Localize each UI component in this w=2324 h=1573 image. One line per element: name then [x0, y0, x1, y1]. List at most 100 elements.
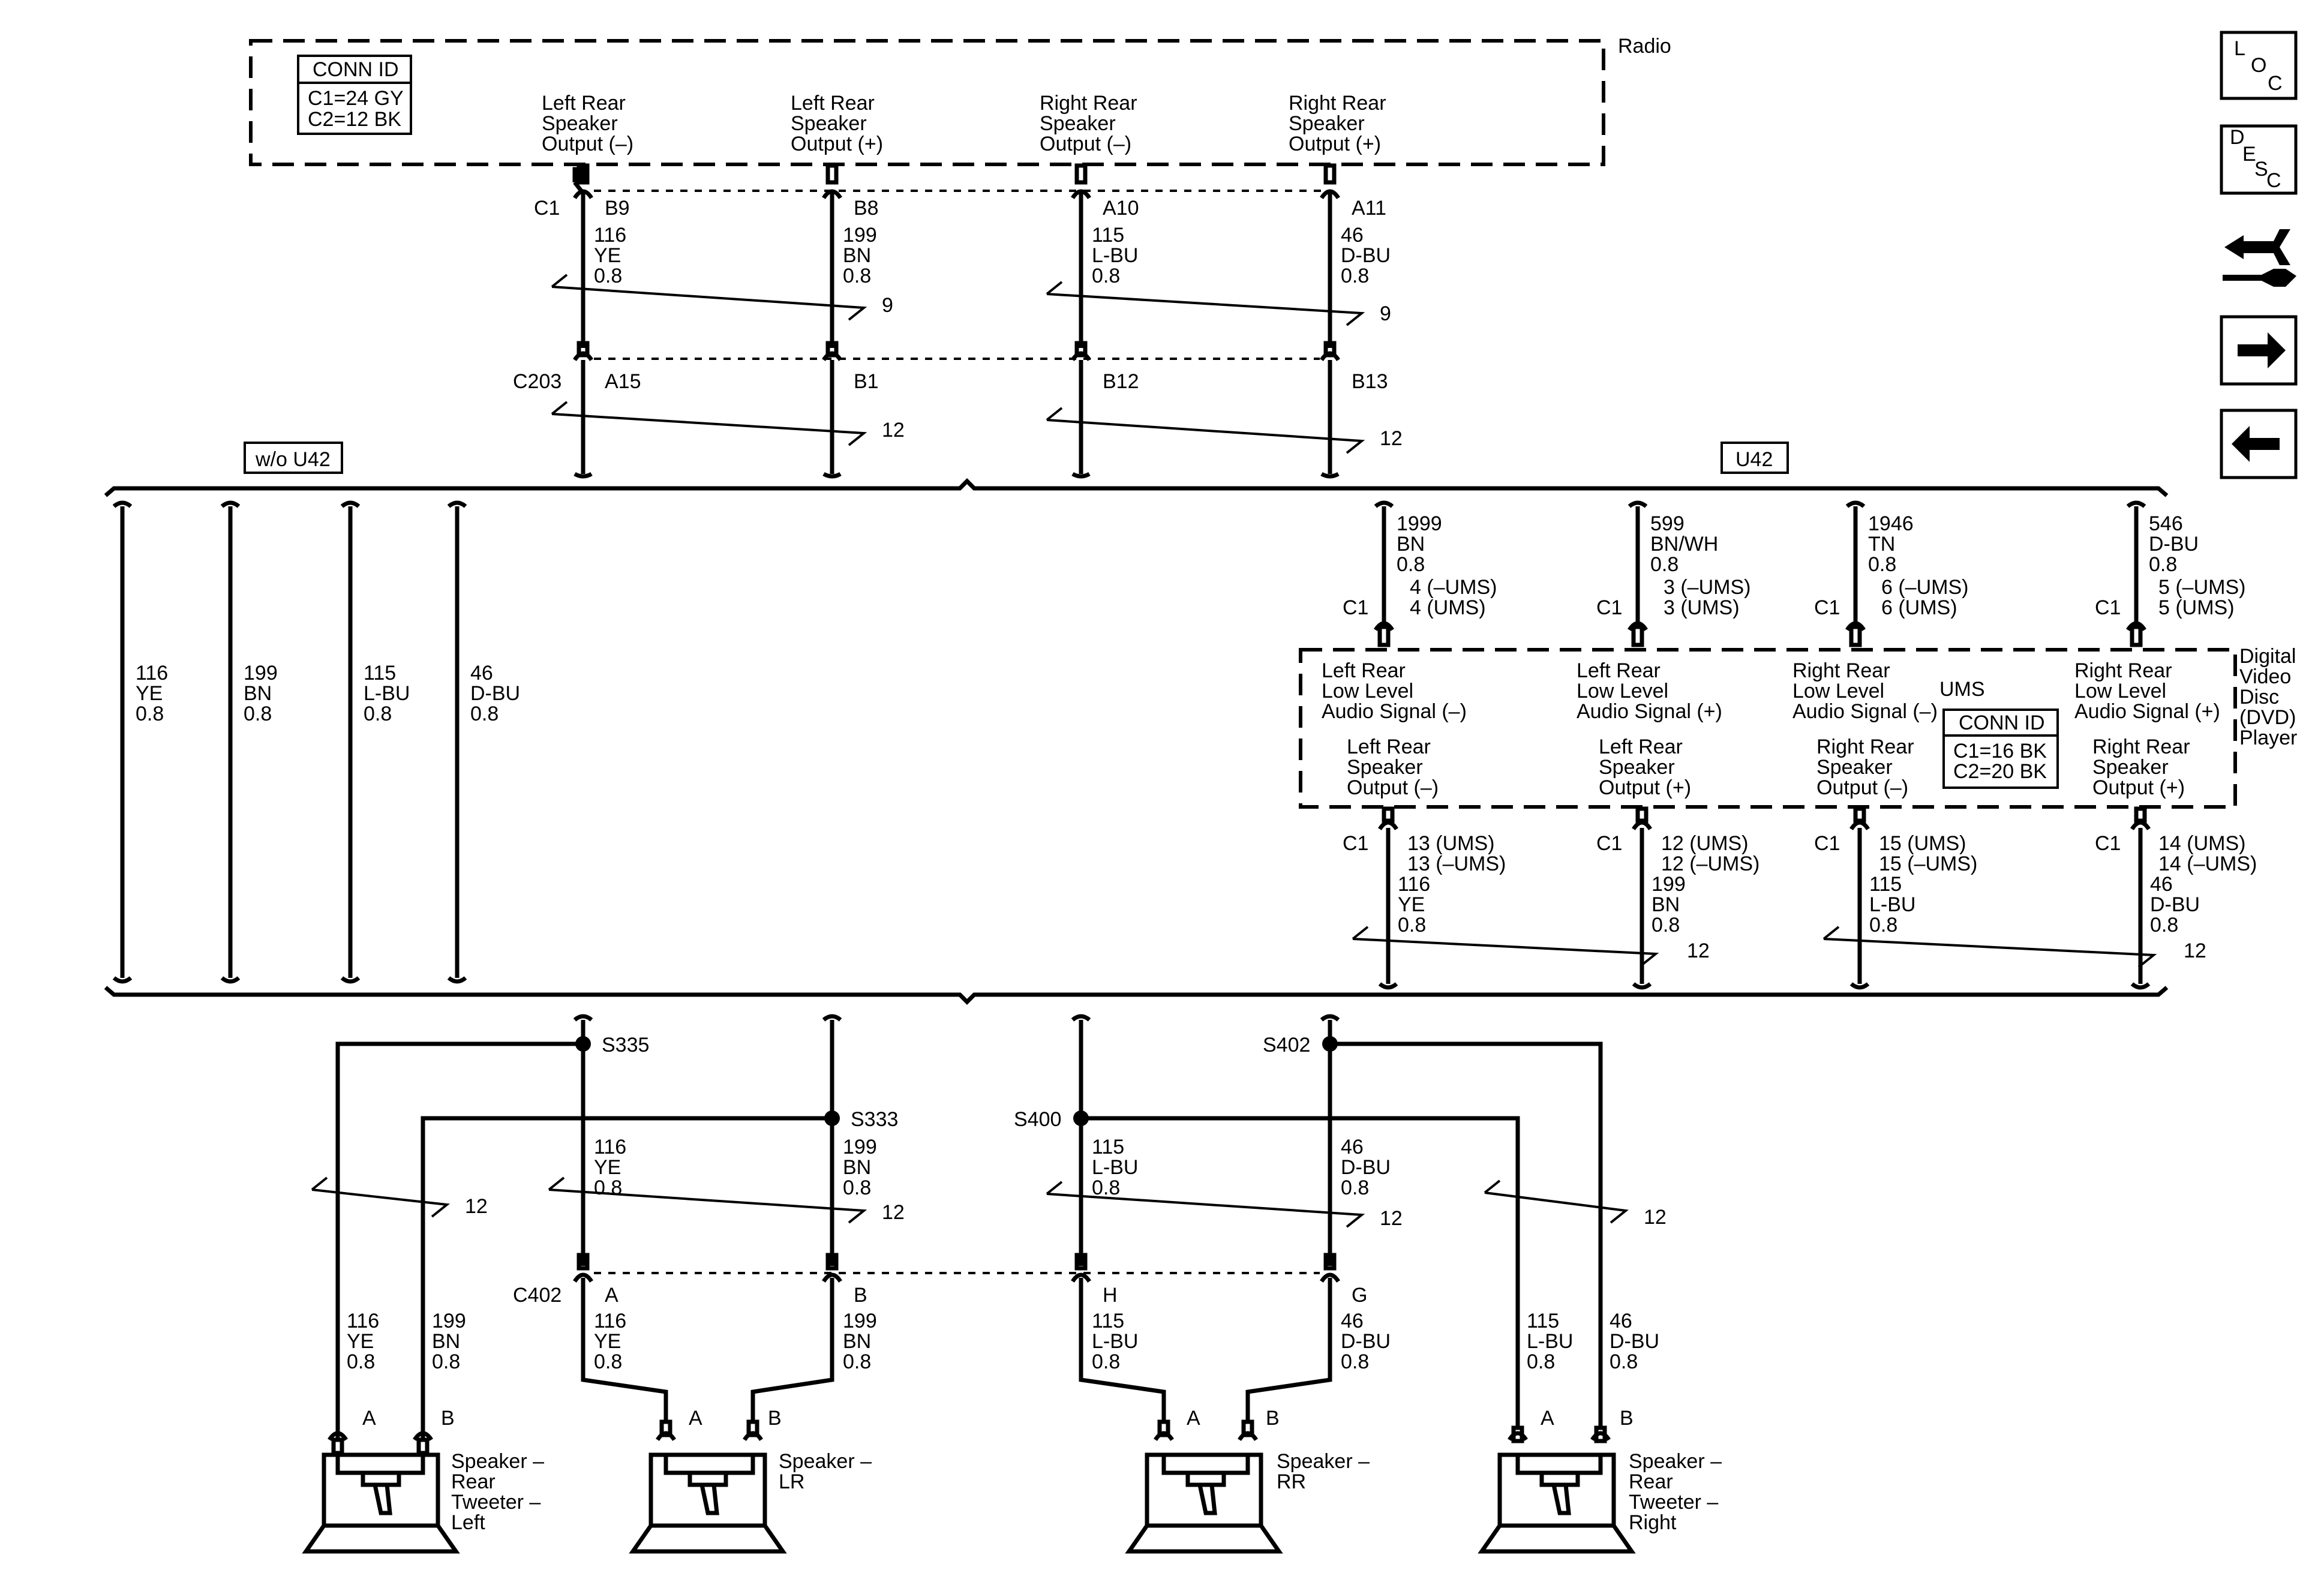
splice-s335-label: S335	[602, 1034, 649, 1056]
dvd-in-1-color: BN	[1397, 533, 1425, 556]
dvd-out-2-color: BN	[1652, 893, 1680, 916]
dvd-in-3-circuit: 1946	[1868, 512, 1914, 535]
dvd-out-2-c1: C1	[1596, 832, 1622, 855]
wire-115-color: L-BU	[1092, 244, 1138, 267]
spk-tw-left-pin-b: B	[441, 1407, 455, 1430]
radio-out-3-l3: Output (–)	[1040, 133, 1131, 155]
tw-left-199-gauge: 0.8	[432, 1350, 460, 1373]
dvd-in-1-pin1: 4 (–UMS)	[1410, 576, 1497, 599]
dvd-in-1-l3: Audio Signal (–)	[1322, 700, 1467, 723]
dvd-out-4-pin1: 14 (UMS)	[2158, 832, 2245, 855]
radio-label: Radio	[1618, 35, 1671, 58]
speaker-lr: A B Speaker – LR	[629, 1407, 872, 1554]
option-bracket-bottom	[104, 986, 2169, 1005]
mid-199-color: BN	[843, 1156, 871, 1179]
low-199-gauge: 0.8	[843, 1350, 871, 1373]
desc-letter-d: D	[2230, 126, 2245, 149]
loc-letter-o: O	[2251, 54, 2266, 77]
dvd-in-2-circuit: 599	[1650, 512, 1685, 535]
dvd-out-3-pin1: 15 (UMS)	[1879, 832, 1966, 855]
c203-twist-left: 12	[882, 419, 905, 442]
dvd-in-4-circuit: 546	[2149, 512, 2183, 535]
twist-mid-left: 12	[882, 1201, 905, 1224]
dvd-out-1-l1: Left Rear	[1347, 736, 1431, 758]
spk-lr-l2: LR	[779, 1470, 804, 1493]
tw-right-115-color: L-BU	[1527, 1330, 1573, 1353]
wire-199-color: BN	[843, 244, 871, 267]
dvd-out-4-l3: Output (+)	[2092, 776, 2185, 799]
dvd-out-4-gauge: 0.8	[2150, 914, 2178, 936]
arrow-left-icon[interactable]	[2220, 409, 2298, 479]
mid-46-circuit: 46	[1341, 1136, 1364, 1158]
twist-tweeter-right: 12	[1644, 1206, 1667, 1229]
dvd-in-3-pin2: 6 (UMS)	[1881, 596, 1957, 619]
mid-115-gauge: 0.8	[1092, 1176, 1120, 1199]
mid-199-circuit: 199	[843, 1136, 877, 1158]
spk-lr-l1: Speaker –	[779, 1450, 872, 1473]
dvd-in-4-pin2: 5 (UMS)	[2158, 596, 2235, 619]
twist-tweeter-left: 12	[465, 1195, 488, 1218]
desc-button[interactable]: D E S C	[2220, 124, 2298, 195]
loc-button[interactable]: L O C	[2220, 31, 2298, 100]
tw-left-116-circuit: 116	[347, 1310, 379, 1332]
dvd-out-1-l2: Speaker	[1347, 756, 1423, 779]
dvd-out-1-l3: Output (–)	[1347, 776, 1439, 799]
c203-label: C203	[513, 370, 562, 393]
splice-s333-label: S333	[851, 1108, 898, 1131]
twist-label-right: 9	[1380, 302, 1391, 325]
wo-wire-199-circuit: 199	[244, 662, 278, 685]
mid-46-gauge: 0.8	[1341, 1176, 1369, 1199]
radio-c1-connector: C1	[534, 167, 1332, 220]
dvd-out-3-l2: Speaker	[1816, 756, 1893, 779]
dvd-conn-c1: C1=16 BK	[1953, 740, 2047, 763]
low-115-gauge: 0.8	[1092, 1350, 1120, 1373]
dvd-twist-left: 12	[1687, 939, 1710, 962]
wo-wire-116-circuit: 116	[136, 662, 168, 685]
mid-115-color: L-BU	[1092, 1156, 1138, 1179]
dvd-output-wires: C1 13 (UMS) 13 (–UMS) 116 YE 0.8 C1 12 (…	[1343, 806, 2257, 990]
radio-out-2-l1: Left Rear	[791, 92, 875, 115]
dvd-in-3-color: TN	[1868, 533, 1895, 556]
dvd-in-4-c1: C1	[2095, 596, 2121, 619]
radio-pin-a11: A11	[1352, 197, 1386, 220]
wire-115-circuit: 115	[1092, 224, 1124, 247]
dvd-in-1-circuit: 1999	[1397, 512, 1442, 535]
spk-tw-right-l1: Speaker –	[1629, 1450, 1722, 1473]
dvd-in-1-pin2: 4 (UMS)	[1410, 596, 1486, 619]
connector-swap-icon[interactable]	[2223, 229, 2296, 287]
arrow-right-icon[interactable]	[2220, 315, 2298, 386]
dvd-out-3-circuit: 115	[1869, 873, 1902, 896]
radio-conn-c2: C2=12 BK	[308, 108, 401, 131]
dvd-in-4-color: D-BU	[2149, 533, 2199, 556]
radio-output-labels: Left Rear Speaker Output (–) Left Rear S…	[542, 92, 1386, 155]
radio-conn-title: CONN ID	[313, 58, 399, 81]
spk-lr-pin-a: A	[689, 1407, 702, 1430]
loc-letter-c: C	[2268, 72, 2283, 95]
radio-pin-labels: B9 B8 A10 A11 116 YE 0.8 199 BN 0.8 115 …	[513, 197, 1403, 450]
dvd-in-2-pin2: 3 (UMS)	[1664, 596, 1740, 619]
c402-pin-b: B	[854, 1284, 867, 1307]
tw-left-116-gauge: 0.8	[347, 1350, 375, 1373]
low-115-color: L-BU	[1092, 1330, 1138, 1353]
dvd-in-3-c1: C1	[1814, 596, 1840, 619]
radio-out-3-l2: Speaker	[1040, 112, 1116, 135]
splice-s400-label: S400	[1014, 1108, 1061, 1131]
dvd-out-4-circuit: 46	[2150, 873, 2173, 896]
dvd-label-3: Disc	[2239, 686, 2279, 709]
dvd-out-4-color: D-BU	[2150, 893, 2200, 916]
dvd-twist-right: 12	[2184, 939, 2206, 962]
c203-pin-b13: B13	[1352, 370, 1388, 393]
dvd-in-4-gauge: 0.8	[2149, 553, 2177, 576]
spk-rr-pin-a: A	[1187, 1407, 1200, 1430]
wo-wire-46-circuit: 46	[470, 662, 493, 685]
spk-rr-l2: RR	[1277, 1470, 1306, 1493]
radio-c1-label: C1	[534, 197, 560, 220]
wo-wire-116-gauge: 0.8	[136, 703, 164, 725]
dvd-out-3-l1: Right Rear	[1816, 736, 1914, 758]
radio-conn-id-box: CONN ID C1=24 GY C2=12 BK	[297, 55, 412, 135]
mid-116-color: YE	[594, 1156, 621, 1179]
radio-out-1-l3: Output (–)	[542, 133, 633, 155]
dvd-ums-label: UMS	[1939, 678, 1985, 701]
splice-s402-label: S402	[1263, 1034, 1310, 1056]
spk-tw-right-pin-b: B	[1620, 1407, 1634, 1430]
